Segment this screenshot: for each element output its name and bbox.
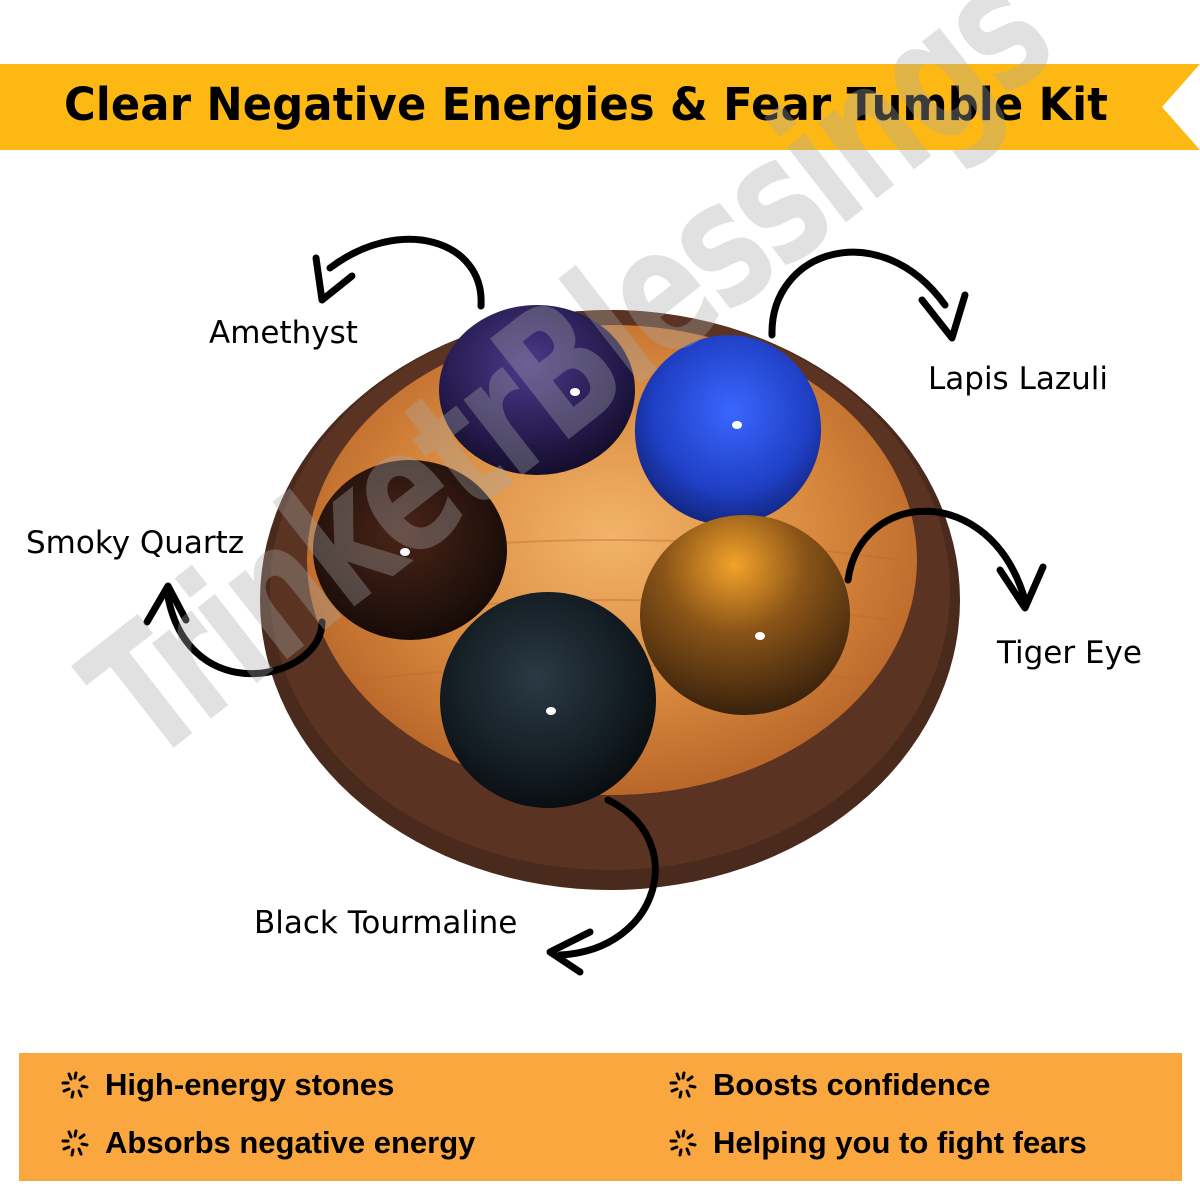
arrow-smoky-icon [143, 582, 326, 678]
feature-label: Absorbs negative energy [105, 1125, 476, 1160]
feature-item: High-energy stones [59, 1067, 394, 1103]
feature-item: Absorbs negative energy [59, 1125, 475, 1161]
feature-label: Helping you to fight fears [713, 1125, 1087, 1160]
feature-label: Boosts confidence [713, 1067, 991, 1102]
page-title: Clear Negative Energies & Fear Tumble Ki… [64, 78, 1109, 131]
stone-lapis-lazuli [634, 335, 822, 525]
label-lapis-lazuli: Lapis Lazuli [928, 361, 1108, 397]
label-tiger-eye: Tiger Eye [997, 635, 1142, 671]
feature-item: Helping you to fight fears [667, 1125, 1087, 1161]
label-smoky-quartz: Smoky Quartz [26, 525, 245, 561]
feature-item: Boosts confidence [667, 1067, 990, 1103]
arrow-lapis-icon [768, 248, 969, 342]
label-amethyst: Amethyst [209, 315, 358, 351]
arrow-tiger-eye-icon [844, 507, 1047, 612]
label-black-tourmaline: Black Tourmaline [254, 905, 518, 941]
stone-amethyst [439, 305, 635, 475]
stone-tiger-eye [640, 515, 850, 715]
title-banner [0, 64, 1200, 150]
feature-label: High-energy stones [105, 1067, 395, 1102]
features-banner: High-energy stones Boosts confidence Abs… [19, 1053, 1182, 1181]
product-image [143, 235, 1047, 976]
arrow-amethyst-icon [312, 235, 485, 310]
sparkle-burst-icon [669, 1129, 697, 1157]
sparkle-burst-icon [61, 1071, 89, 1099]
stone-smoky-quartz [313, 460, 507, 640]
stone-black-tourmaline [440, 592, 656, 808]
arrow-tourmaline-icon [546, 796, 659, 976]
sparkle-burst-icon [61, 1129, 89, 1157]
sparkle-burst-icon [669, 1071, 697, 1099]
